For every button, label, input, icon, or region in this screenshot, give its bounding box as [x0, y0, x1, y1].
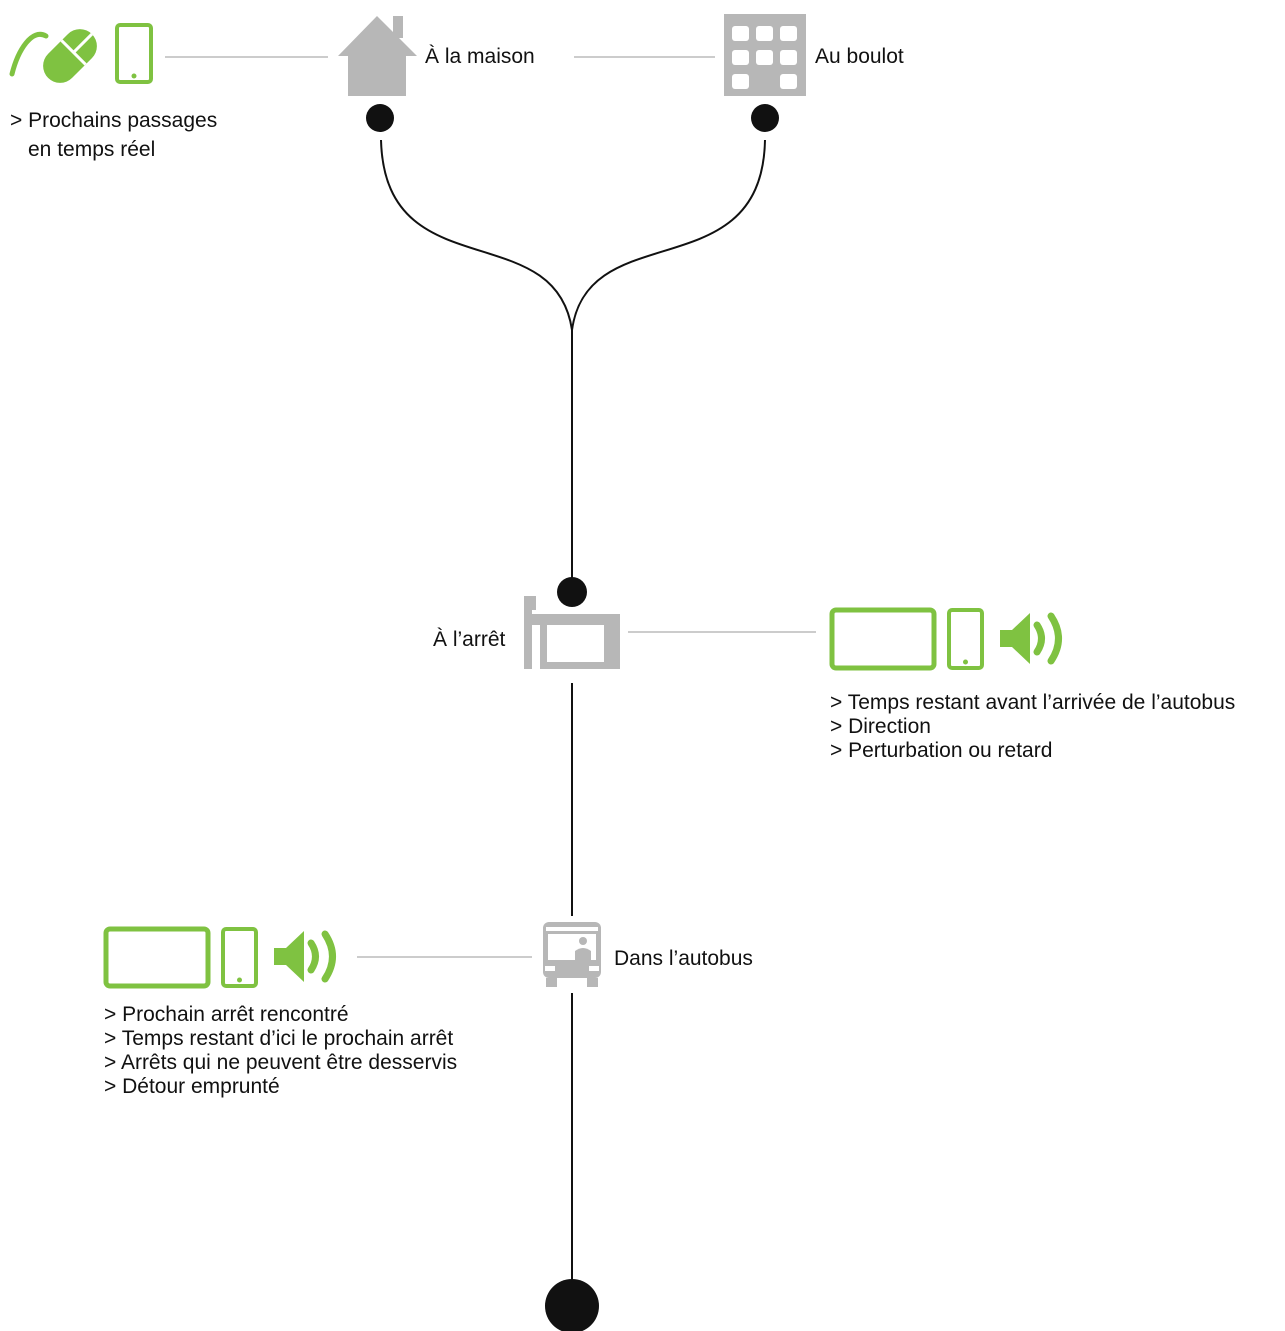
bus-stop-shelter-icon [524, 596, 620, 669]
node-label-bus: Dans l’autobus [614, 947, 753, 970]
mouse-icon [9, 29, 97, 83]
node-dot-home [366, 104, 394, 132]
house-icon [338, 16, 417, 96]
list-item: > Arrêts qui ne peuvent être desservis [104, 1051, 458, 1074]
list-item: > Perturbation ou retard [830, 739, 1053, 762]
list-item: en temps réel [28, 138, 156, 161]
list-item: > Prochains passages [10, 109, 218, 132]
list-item: > Direction [830, 715, 931, 738]
tablet-icon [103, 926, 211, 989]
journey-branch-work [571, 139, 766, 331]
node-label-stop: À l’arrêt [433, 628, 506, 651]
bus-feature-list: > Prochain arrêt rencontré > Temps resta… [104, 1003, 457, 1099]
journey-branch-home [380, 139, 573, 331]
node-dot-end [545, 1279, 599, 1331]
list-item: > Temps restant d’ici le prochain arrêt [104, 1027, 454, 1050]
list-item: > Prochain arrêt rencontré [104, 1003, 349, 1026]
smartphone-icon [221, 927, 258, 988]
office-building-icon [724, 14, 806, 96]
home-feature-list: > Prochains passages en temps réel [10, 106, 217, 164]
tablet-icon [829, 607, 937, 671]
smartphone-icon [115, 23, 153, 84]
speaker-icon [1000, 612, 1062, 665]
bus-icon [543, 922, 601, 987]
node-label-work: Au boulot [815, 45, 904, 68]
list-item: > Temps restant avant l’arrivée de l’aut… [830, 691, 1236, 714]
speaker-icon [274, 930, 336, 983]
stop-feature-list: > Temps restant avant l’arrivée de l’aut… [830, 691, 1235, 763]
node-label-home: À la maison [425, 45, 535, 68]
smartphone-icon [947, 608, 984, 670]
list-item: > Détour emprunté [104, 1075, 280, 1098]
node-dot-stop [557, 577, 587, 607]
node-dot-work [751, 104, 779, 132]
